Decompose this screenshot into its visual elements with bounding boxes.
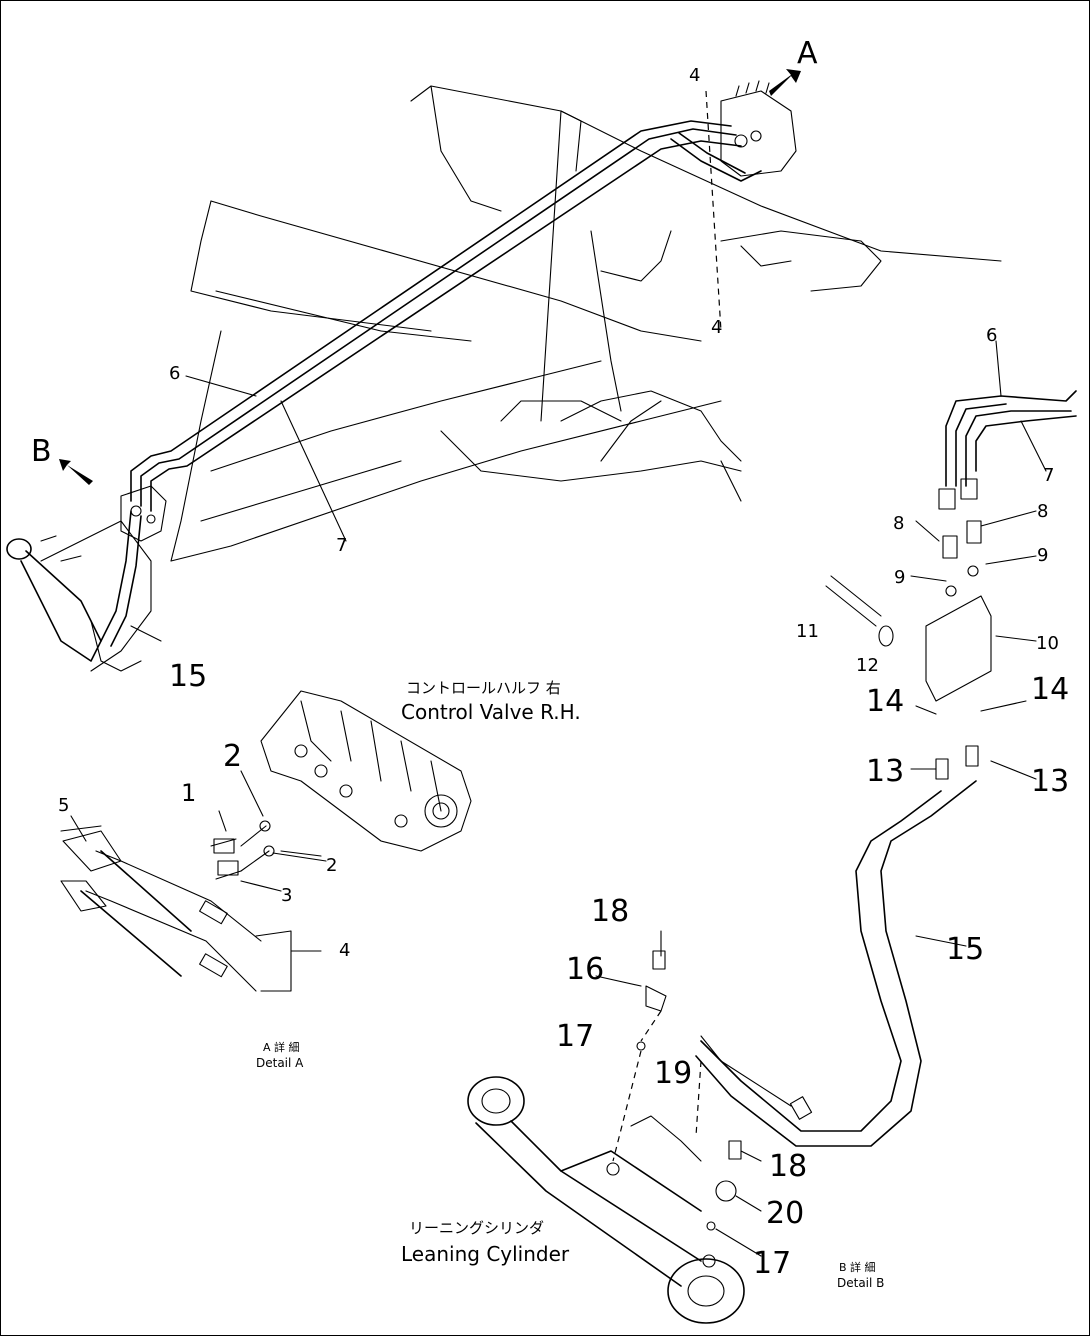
label-14-right: 14 xyxy=(1031,672,1069,707)
label-9-left: 9 xyxy=(894,567,905,588)
label-2-bottom: 2 xyxy=(326,855,337,876)
label-13-left: 13 xyxy=(866,754,904,789)
label-8-right: 8 xyxy=(1037,501,1048,522)
arrow-b-icon xyxy=(59,459,93,485)
label-4-top: 4 xyxy=(689,65,700,86)
label-13-right: 13 xyxy=(1031,764,1069,799)
label-9-right: 9 xyxy=(1037,545,1048,566)
machine-frame-outline xyxy=(40,85,1002,672)
label-17-bottom: 17 xyxy=(753,1246,791,1281)
label-1: 1 xyxy=(181,779,196,807)
label-6-detail-b: 6 xyxy=(986,325,997,346)
leader-19 xyxy=(695,1060,702,1137)
caption-leaning-cylinder-jp: リーニングシリンダ xyxy=(409,1219,544,1237)
leaning-cylinder-fittings xyxy=(630,950,792,1231)
label-4-detail-a: 4 xyxy=(339,940,350,961)
leader-lines xyxy=(70,340,1047,1257)
label-18-top: 18 xyxy=(591,894,629,929)
label-6-main: 6 xyxy=(169,363,180,384)
label-8-left: 8 xyxy=(893,513,904,534)
label-b: B xyxy=(31,434,52,469)
caption-detail-b-en: Detail B xyxy=(837,1276,884,1290)
label-10: 10 xyxy=(1036,633,1059,654)
caption-detail-b-jp: B 詳 細 xyxy=(839,1260,876,1274)
caption-control-valve-jp: コントロールハルフ 右 xyxy=(406,679,561,697)
valve-block-top xyxy=(720,80,797,177)
label-2-top: 2 xyxy=(223,739,242,774)
label-15-detail-b: 15 xyxy=(946,932,984,967)
detail-a-hoses xyxy=(60,820,275,992)
label-5: 5 xyxy=(58,795,69,816)
label-4-dash: 4 xyxy=(711,317,722,338)
label-11: 11 xyxy=(796,621,819,642)
valve-block-b xyxy=(120,485,167,542)
leaning-cylinder-body xyxy=(467,1076,745,1324)
label-7-detail-b: 7 xyxy=(1043,465,1054,486)
leader-17 xyxy=(612,1050,642,1162)
detail-b-hose-15 xyxy=(695,745,979,1147)
leader-4-top xyxy=(705,90,722,332)
label-a: A xyxy=(797,36,818,71)
label-14-left: 14 xyxy=(866,684,904,719)
leader-16 xyxy=(640,1010,662,1042)
label-20: 20 xyxy=(766,1196,804,1231)
detail-b-block xyxy=(825,565,992,702)
label-17-top: 17 xyxy=(556,1019,594,1054)
label-19: 19 xyxy=(654,1056,692,1091)
label-16: 16 xyxy=(566,952,604,987)
hydraulic-lines-main xyxy=(100,120,762,647)
label-3: 3 xyxy=(281,885,292,906)
arrow-a-icon xyxy=(769,69,801,96)
caption-leaning-cylinder-en: Leaning Cylinder xyxy=(401,1242,570,1266)
caption-detail-a-jp: A 詳 細 xyxy=(263,1040,300,1054)
control-valve-rh xyxy=(260,690,472,852)
label-7-main: 7 xyxy=(336,535,347,556)
label-12: 12 xyxy=(856,655,879,676)
left-lean-cylinder xyxy=(6,535,102,662)
detail-b-pipes xyxy=(938,390,1077,559)
detail-a-brackets xyxy=(60,825,322,992)
caption-control-valve-en: Control Valve R.H. xyxy=(401,700,581,724)
label-18-bottom: 18 xyxy=(769,1149,807,1184)
label-15-main: 15 xyxy=(169,659,207,694)
caption-detail-a-en: Detail A xyxy=(256,1056,304,1070)
